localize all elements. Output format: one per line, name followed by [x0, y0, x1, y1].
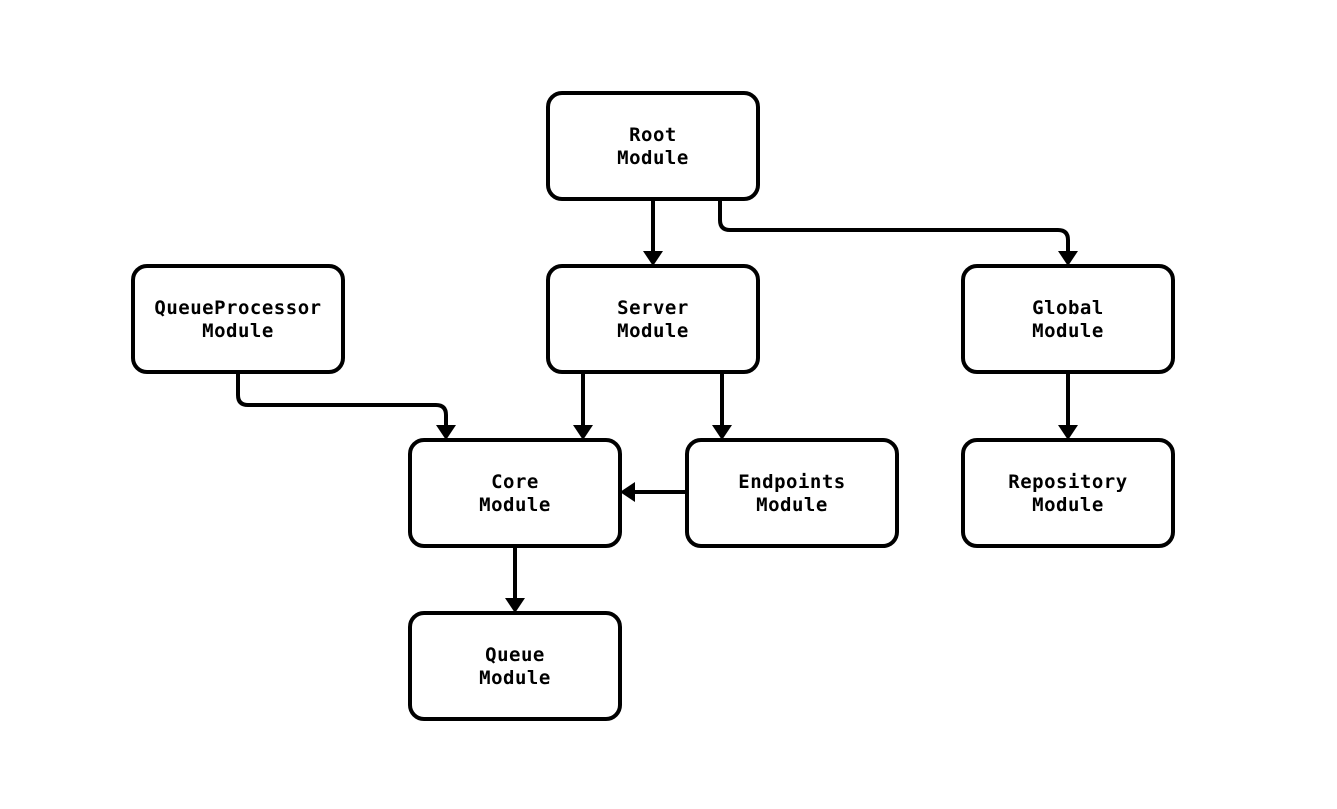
node-label-line2: Module	[202, 320, 274, 342]
arrowhead-icon	[505, 598, 525, 613]
node-label-line2: Module	[479, 494, 551, 516]
node-box[interactable]	[961, 438, 1175, 548]
node-label-line2: Module	[479, 667, 551, 689]
edges-layer	[236, 199, 1078, 613]
node-label-line1: Server	[617, 297, 689, 319]
arrowhead-icon	[436, 425, 456, 440]
node-label-line2: Module	[617, 320, 689, 342]
node-box[interactable]	[546, 264, 760, 374]
edge-root-to-server	[643, 199, 663, 266]
edge-server-to-core	[573, 372, 593, 440]
node-label-line2: Module	[1032, 494, 1104, 516]
edge-queueprocessor-to-core	[236, 372, 456, 440]
node-label-line1: QueueProcessor	[154, 297, 321, 319]
node-label-line1: Repository	[1008, 471, 1127, 493]
node-label-line2: Module	[1032, 320, 1104, 342]
edge-line	[718, 199, 1070, 252]
node-label-line1: Endpoints	[738, 471, 845, 493]
node-box[interactable]	[408, 611, 622, 721]
arrowhead-icon	[620, 482, 635, 502]
arrowhead-icon	[1058, 425, 1078, 440]
arrowhead-icon	[573, 425, 593, 440]
node-label-line2: Module	[617, 147, 689, 169]
node-box[interactable]	[961, 264, 1175, 374]
arrowhead-icon	[1058, 251, 1078, 266]
edge-line	[236, 372, 448, 426]
node-label-line1: Root	[629, 124, 677, 146]
node-label-line1: Core	[491, 471, 539, 493]
node-label-line2: Module	[756, 494, 828, 516]
node-box[interactable]	[131, 264, 345, 374]
arrowhead-icon	[643, 251, 663, 266]
node-box[interactable]	[685, 438, 899, 548]
node-label-line1: Queue	[485, 644, 545, 666]
edge-root-to-global	[718, 199, 1078, 266]
edge-server-to-endpoints	[712, 372, 732, 440]
node-box[interactable]	[546, 91, 760, 201]
node-label-line1: Global	[1032, 297, 1104, 319]
arrowhead-icon	[712, 425, 732, 440]
edge-endpoints-to-core	[620, 482, 687, 502]
node-box[interactable]	[408, 438, 622, 548]
edge-core-to-queue	[505, 546, 525, 613]
edge-global-to-repository	[1058, 372, 1078, 440]
